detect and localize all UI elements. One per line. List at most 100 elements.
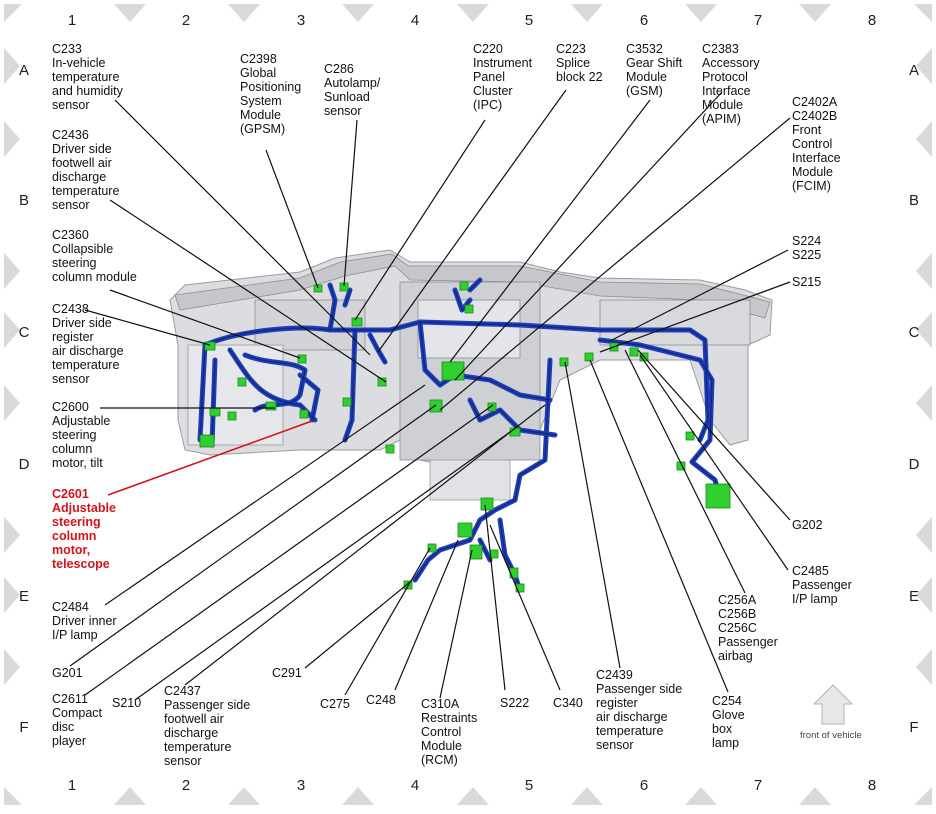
grid-row-right-a: A [908,62,919,79]
leader-line [184,404,546,686]
connector-block [265,401,277,411]
grid-corner [4,787,22,805]
leader-line [343,119,358,287]
grid-row-right-e: E [908,588,919,605]
leader-line [639,354,789,571]
connector-blocks [199,281,731,593]
leader-line [84,404,494,696]
grid-col-bottom-5: 5 [524,777,534,794]
leader-line [439,549,473,699]
connector-block [515,583,525,593]
connector-block [209,407,221,417]
label-c2600: C2600 Adjustable steering column motor, … [52,400,111,470]
grid-triangle-left [4,649,20,685]
wiring-harness [197,277,725,593]
label-c220: C220 Instrument Panel Cluster (IPC) [473,42,533,112]
leader-line [84,309,211,346]
leader-lines [69,89,791,701]
leader-line [484,504,506,691]
label-s210: S210 [112,696,142,710]
label-c2398: C2398 Global Positioning System Module (… [240,52,302,136]
grid-row-left-b: B [18,192,29,209]
grid-col-top-1: 1 [67,12,77,29]
grid-triangle-bottom [114,787,146,805]
grid-triangle-bottom [228,787,260,805]
leader-line [599,281,791,353]
grid-col-bottom-4: 4 [410,777,420,794]
grid-triangle-right [916,48,932,84]
label-c340: C340 [553,696,583,710]
driver-cluster-housing [254,299,366,351]
label-s215: S215 [792,275,822,289]
grid-triangle-left [4,385,20,421]
leader-line [304,581,411,669]
grid-col-bottom-1: 1 [67,777,77,794]
label-c286: C286 Autolamp/ Sunload sensor [324,62,381,118]
grid-col-top-4: 4 [410,12,420,29]
grid-triangle-left [4,312,20,348]
leader-line [109,199,387,383]
label-c256: C256A C256B C256C Passenger airbag [718,593,778,663]
connector-block [199,434,215,448]
label-c291: C291 [272,666,302,680]
connector-block [629,347,639,357]
leader-line [564,361,621,669]
label-c254: C254 Glove box lamp [712,694,745,750]
grid-col-top-6: 6 [639,12,649,29]
grid-triangle-left [4,121,20,157]
harness-run-shade [344,329,386,441]
connector-block [457,522,473,538]
label-c2383: C2383 Accessory Protocol Interface Modul… [702,42,760,126]
grid-row-left-e: E [18,588,29,605]
leader-line [489,524,561,691]
connector-block [705,483,731,509]
harness-run [477,517,523,593]
connector-block [441,361,465,381]
grid-row-left-a: A [18,62,29,79]
harness-run-shade [204,321,709,441]
grid-row-right-b: B [908,192,919,209]
leader-line [69,404,437,667]
connector-block [429,399,443,413]
label-c2436: C2436 Driver side footwell air discharge… [52,128,120,212]
label-c2438: C2438 Driver side register air discharge… [52,302,124,386]
connector-block [480,497,494,511]
grid-triangle-top [685,4,717,22]
label-c2485: C2485 Passenger I/P lamp [792,564,852,606]
grid-triangle-left [4,517,20,553]
connector-block [509,427,521,437]
harness-run-shade [479,519,521,591]
grid-col-top-5: 5 [524,12,534,29]
connector-block [487,402,497,412]
grid-corner [914,4,932,22]
leader-line [104,384,426,606]
grid-row-left-f: F [19,719,29,736]
label-c310a: C310A Restraints Control Module (RCM) [421,697,478,767]
grid-triangle-right [916,312,932,348]
connector-block [685,431,695,441]
grid-row-right-d: D [908,456,920,473]
leader-line [109,289,301,359]
connector-block [351,317,363,327]
grid-triangle-top [571,4,603,22]
leader-line-c2601 [107,420,313,496]
grid-triangle-right [916,577,932,613]
grid-col-top-3: 3 [296,12,306,29]
grid-triangle-bottom [799,787,831,805]
label-g202: G202 [792,518,823,532]
leader-line [454,91,723,381]
harness-run-shade [299,284,351,421]
label-c2402: C2402A C2402B Front Control Interface Mo… [792,95,841,193]
grid-col-top-2: 2 [181,12,191,29]
connector-block [204,341,216,351]
connector-block [299,409,309,419]
grid-corner [914,787,932,805]
grid-triangle-left [4,48,20,84]
grid-col-top-8: 8 [867,12,877,29]
passenger-side-panel [599,299,751,346]
label-g201: G201 [52,666,83,680]
label-c2611: C2611 Compact disc player [52,692,103,748]
leader-line [589,359,729,693]
grid-triangle-left [4,253,20,289]
connector-block [427,543,437,553]
